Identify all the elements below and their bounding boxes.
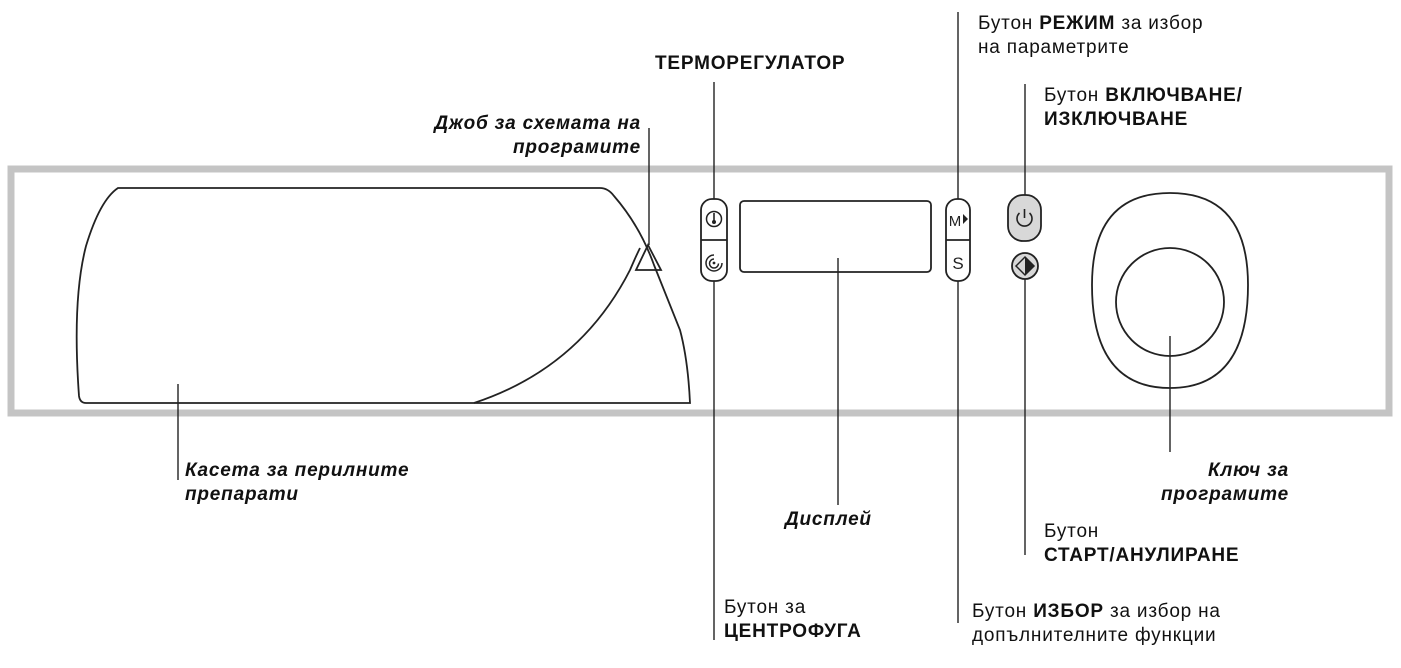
display-screen — [739, 200, 932, 273]
power-icon — [1016, 209, 1033, 227]
start-pause-icon — [1014, 255, 1036, 277]
spin-icon[interactable] — [705, 254, 723, 272]
select-button-label: Бутон ИЗБОР за избор на допълнителните ф… — [972, 601, 1221, 646]
thermometer-icon[interactable] — [705, 210, 723, 228]
program-chart-pocket-tab[interactable] — [634, 242, 663, 271]
mode-button[interactable]: M — [949, 213, 962, 230]
control-panel — [7, 165, 1393, 417]
play-arrow-icon — [963, 214, 968, 224]
program-chart-pocket-label: Джоб за схемата на програмите — [434, 113, 641, 158]
thermoregulator-label: ТЕРМОРЕГУЛАТОР — [655, 53, 846, 74]
start-cancel-label: Бутон СТАРТ/АНУЛИРАНЕ — [1044, 521, 1240, 566]
dispenser-front-curve — [473, 247, 641, 404]
display-label: Дисплей — [785, 509, 872, 530]
power-button-label: Бутон ВКЛЮЧВАНЕ/ ИЗКЛЮЧВАНЕ — [1044, 85, 1243, 130]
spin-button-label: Бутон за ЦЕНТРОФУГА — [724, 597, 862, 642]
select-button[interactable]: S — [952, 254, 963, 273]
detergent-dispenser[interactable] — [75, 187, 691, 404]
program-knob-label: Ключ за програмите — [1160, 460, 1289, 505]
leader-lines — [177, 12, 1171, 640]
mode-button-label: Бутон РЕЖИМ за избор на параметрите — [978, 13, 1204, 58]
detergent-dispenser-label: Касета за перилните препарати — [185, 460, 410, 505]
